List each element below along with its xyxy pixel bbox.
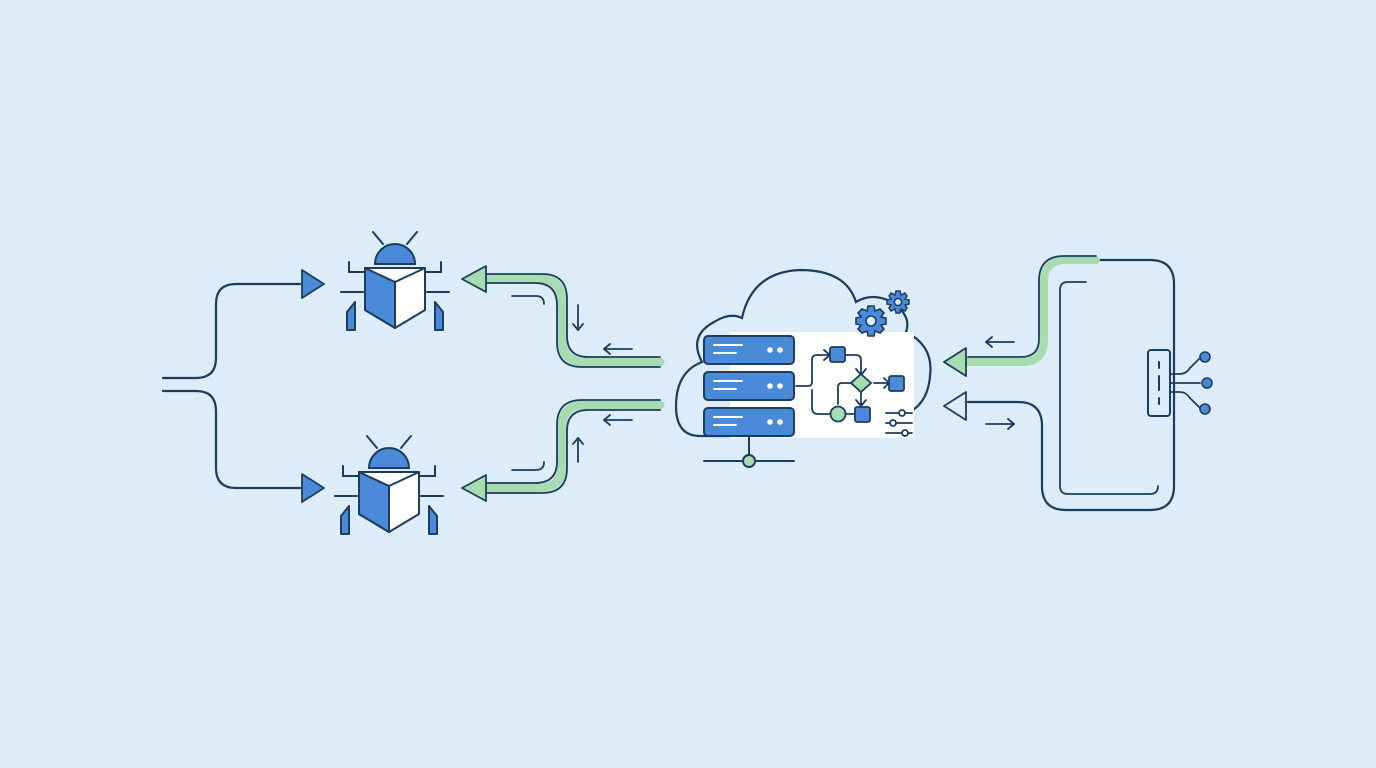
bug-icon (334, 435, 444, 535)
settings-sliders-icon (885, 409, 913, 437)
arrowhead-to-bug-top-from-cloud (461, 265, 487, 293)
bug-top (340, 231, 450, 331)
arrowhead-to-bug-top (301, 269, 325, 299)
device-loop (964, 255, 1176, 512)
connector-cloud-to-bug-bottom (477, 399, 665, 494)
gear-icon (855, 305, 887, 337)
arrowhead-to-bug-bottom (301, 473, 325, 503)
direction-markers-right (985, 336, 1015, 430)
workflow-nodes (829, 346, 905, 423)
bug-icon (340, 231, 450, 331)
arrowhead-to-bug-bottom-from-cloud (461, 474, 487, 502)
arrowhead-cloud-return (943, 391, 967, 421)
direction-markers-left (511, 295, 633, 471)
cloud-server (674, 268, 932, 468)
server-stack-icon (703, 335, 795, 468)
network-device-icon (1147, 349, 1213, 417)
bug-bottom (334, 435, 444, 535)
gear-icon-small (886, 290, 910, 314)
connector-cloud-to-bug-top (477, 273, 665, 368)
input-split-lines (161, 282, 302, 490)
arrowhead-device-to-cloud (943, 347, 967, 377)
